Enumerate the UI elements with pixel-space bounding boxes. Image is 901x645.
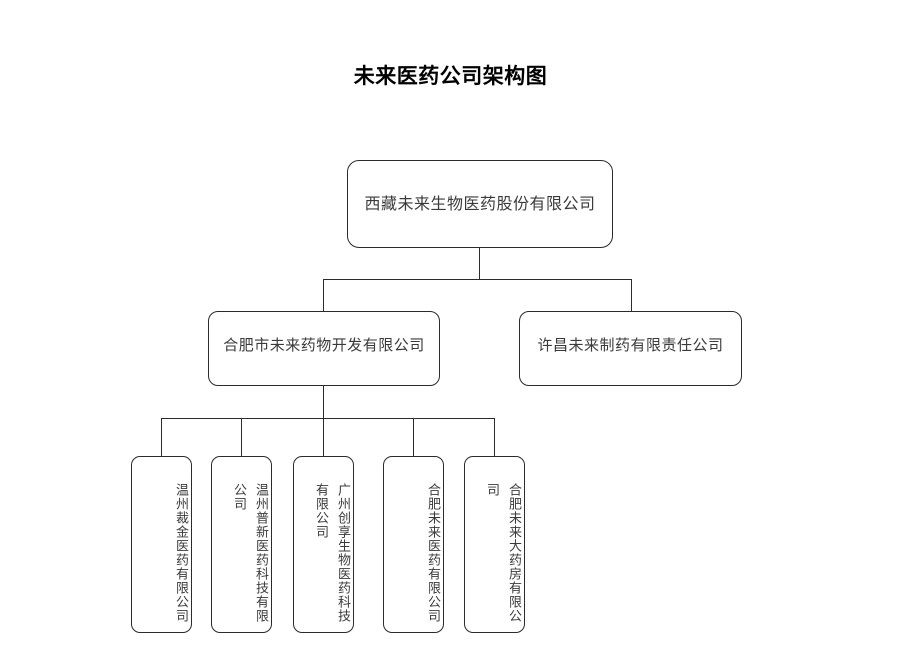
connector-hefei-dev-stem (323, 386, 324, 418)
connector-to-guangzhou (323, 418, 324, 456)
connector-to-hefei-dev (323, 279, 324, 311)
org-node-wenzhou-puxin-label: 温州普新医药科技有限公司 (231, 483, 268, 623)
org-node-wenzhou-caijin-label: 温州裁金医药有限公司 (173, 483, 188, 623)
org-node-xuchang[interactable]: 许昌未来制药有限责任公司 (519, 311, 742, 386)
org-node-hefei-yaofang[interactable]: 合肥未来大药房有限公司 (464, 456, 525, 633)
org-node-root[interactable]: 西藏未来生物医药股份有限公司 (347, 160, 613, 248)
connector-to-hefei-yaofang (494, 418, 495, 456)
org-node-hefei-yaofang-label: 合肥未来大药房有限公司 (484, 483, 521, 623)
org-node-hefei-dev[interactable]: 合肥市未来药物开发有限公司 (208, 311, 440, 386)
connector-to-wenzhou-caijin (161, 418, 162, 456)
page-title: 未来医药公司架构图 (353, 64, 548, 88)
org-node-root-label: 西藏未来生物医药股份有限公司 (364, 194, 596, 213)
connector-to-hefei-yiyao (413, 418, 414, 456)
org-node-hefei-dev-label: 合肥市未来药物开发有限公司 (223, 336, 425, 354)
org-node-wenzhou-caijin[interactable]: 温州裁金医药有限公司 (131, 456, 192, 633)
connector-level3-bus (161, 418, 494, 419)
connector-to-xuchang (631, 279, 632, 311)
connector-root-stem (479, 248, 480, 279)
connector-to-wenzhou-puxin (241, 418, 242, 456)
org-node-hefei-yiyao-label: 合肥未来医药有限公司 (425, 483, 440, 623)
org-node-wenzhou-puxin[interactable]: 温州普新医药科技有限公司 (211, 456, 272, 633)
org-node-hefei-yiyao[interactable]: 合肥未来医药有限公司 (383, 456, 444, 633)
org-node-guangzhou[interactable]: 广州创享生物医药科技有限公司 (293, 456, 354, 633)
org-node-xuchang-label: 许昌未来制药有限责任公司 (537, 336, 724, 354)
connector-level2-bus (323, 279, 632, 280)
org-node-guangzhou-label: 广州创享生物医药科技有限公司 (313, 483, 350, 623)
